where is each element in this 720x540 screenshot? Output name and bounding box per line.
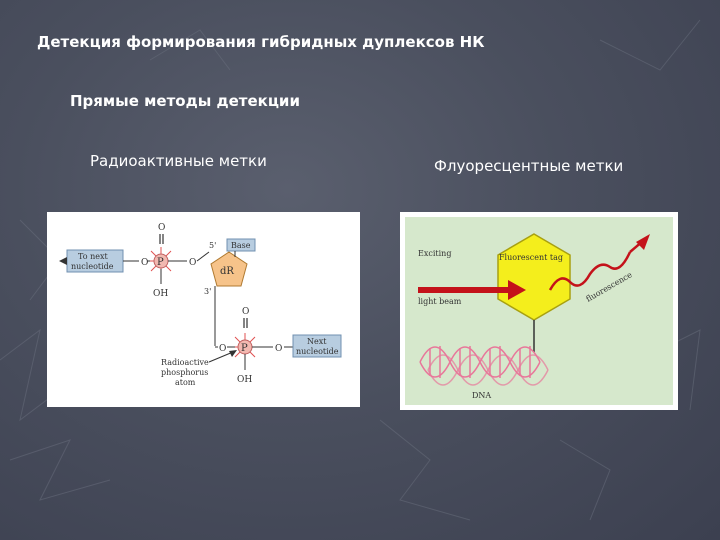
five-prime-label: 5' bbox=[209, 241, 216, 250]
radioactive-label-1: Radioactive bbox=[161, 358, 209, 367]
next-label-1: Next bbox=[307, 337, 327, 346]
arrow-pointer-icon bbox=[229, 350, 237, 357]
hydroxyl-lower: OH bbox=[237, 375, 252, 385]
tag-label: Fluorescent tag bbox=[499, 253, 563, 262]
radioactive-caption: Радиоактивные метки bbox=[90, 152, 267, 170]
oxygen-left-2: O bbox=[219, 344, 226, 354]
fluorescent-caption: Флуоресцентные метки bbox=[434, 157, 624, 175]
exciting-label: Exciting bbox=[418, 249, 451, 258]
three-prime-label: 3' bbox=[204, 287, 211, 296]
sugar-label: dR bbox=[220, 266, 234, 277]
hydroxyl-upper: OH bbox=[153, 289, 168, 299]
next-label-2: nucleotide bbox=[296, 347, 339, 356]
slide-title: Детекция формирования гибридных дуплексо… bbox=[37, 33, 485, 51]
oxygen-left-1: O bbox=[141, 258, 148, 268]
dna-label: DNA bbox=[472, 391, 491, 400]
fluorescence-wave bbox=[548, 251, 632, 291]
fluorescent-label-figure: Fluorescent tag Exciting light beam fluo… bbox=[400, 212, 678, 410]
to-next-label-1: To next bbox=[78, 252, 108, 261]
radioactive-label-2: phosphorus bbox=[161, 368, 208, 377]
radioactive-label-3: atom bbox=[175, 378, 196, 387]
light-beam-label: light beam bbox=[418, 297, 462, 306]
to-next-label-2: nucleotide bbox=[71, 262, 114, 271]
next-nucleotide-box bbox=[292, 334, 342, 358]
phosphorus-lower: P bbox=[241, 343, 248, 354]
dna-helix bbox=[419, 346, 549, 386]
arrow-left-icon bbox=[59, 257, 67, 265]
base-label: Base bbox=[231, 241, 251, 250]
deoxyribose-pentagon bbox=[210, 251, 248, 287]
base-box bbox=[226, 238, 256, 252]
phosphorus-upper: P bbox=[157, 257, 164, 268]
oxygen-right-1: O bbox=[189, 258, 196, 268]
beam-arrow-icon bbox=[508, 280, 526, 300]
slide-subtitle: Прямые методы детекции bbox=[70, 92, 300, 110]
oxygen-top-1: O bbox=[158, 223, 165, 233]
oxygen-right-2: O bbox=[275, 344, 282, 354]
oxygen-top-2: O bbox=[242, 307, 249, 317]
radioactive-label-figure: O P OH O O To next nucleotide dR 5' 3' B… bbox=[47, 212, 360, 407]
